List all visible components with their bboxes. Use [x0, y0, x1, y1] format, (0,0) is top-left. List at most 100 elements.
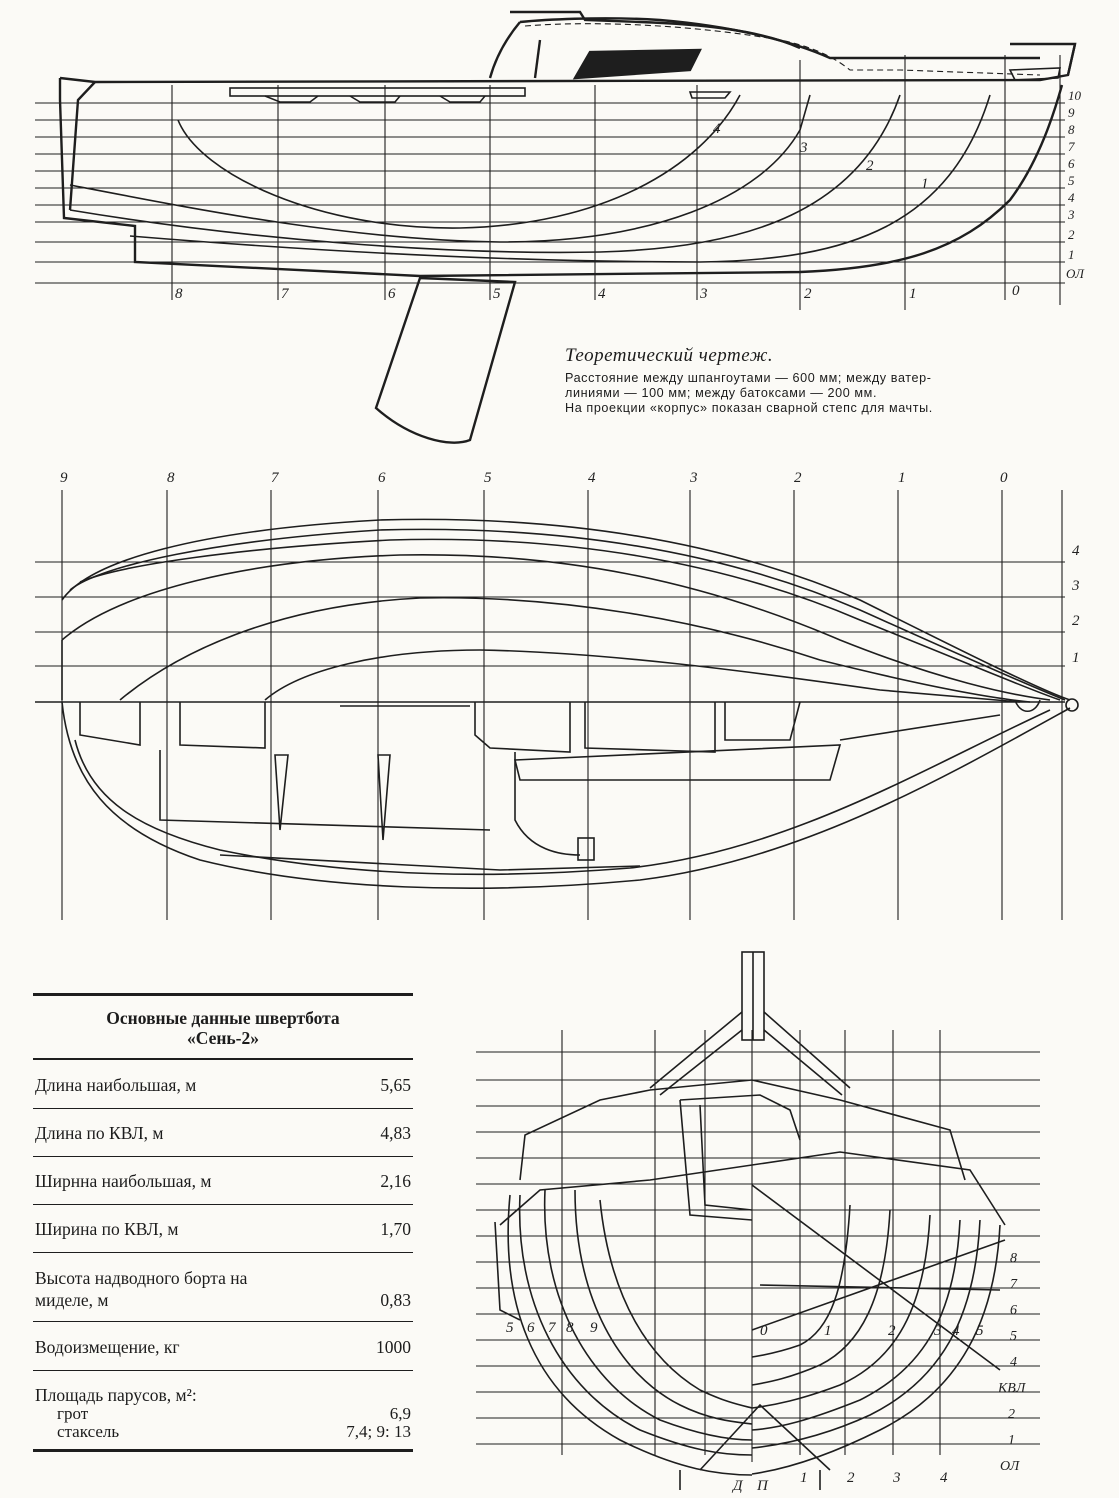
body-waterline-label: 2: [1008, 1407, 1015, 1422]
plan-station-label: 5: [484, 470, 492, 486]
plan-buttock-label: 4: [1072, 543, 1080, 559]
profile-waterline-label: 1: [1068, 247, 1075, 262]
profile-buttocks: [69, 94, 991, 263]
profile-station-label: 4: [598, 286, 606, 302]
drawing-caption: Теоретический чертеж. Расстояние между ш…: [565, 345, 1085, 416]
spec-row: Высота надводного борта на миделе, м 0,8…: [33, 1253, 413, 1322]
body-waterline-label: КВЛ: [997, 1381, 1027, 1396]
plan-waterlines: [61, 518, 1071, 703]
spec-value: 5,65: [380, 1075, 411, 1095]
profile-waterline-label: 2: [1068, 227, 1075, 242]
body-left-station-label: 5: [506, 1320, 514, 1336]
plan-station-label: 3: [689, 470, 698, 486]
plan-buttock-label: 1: [1072, 650, 1080, 666]
body-waterline-label: 6: [1010, 1303, 1017, 1318]
body-bottom-label: Д: [731, 1478, 744, 1494]
plan-bow-fitting: [1014, 699, 1041, 713]
sail-value: 6,9: [389, 1404, 411, 1423]
profile-station-label: 2: [804, 286, 812, 302]
sail-item: грот 6,9: [35, 1405, 411, 1423]
spec-value: 1,70: [380, 1219, 411, 1239]
body-left-station-label: 9: [590, 1320, 598, 1336]
specs-title: Основные данные швертбота «Сень-2»: [33, 996, 413, 1060]
sail-label: стаксель: [57, 1422, 120, 1441]
profile-buttock-label: 3: [799, 140, 808, 156]
plan-buttock-label: 3: [1071, 578, 1080, 594]
caption-line: На проекции «корпус» показан сварной сте…: [565, 401, 933, 415]
body-right-station-label: 4: [952, 1323, 960, 1339]
centreboard: [374, 276, 517, 444]
spec-row: Длина по КВЛ, м 4,83: [33, 1109, 413, 1157]
profile-waterline-label: 5: [1068, 173, 1075, 188]
profile-waterlines: [35, 102, 1065, 284]
table-top-rule: [33, 993, 413, 996]
body-waterline-label: ОЛ: [1000, 1459, 1021, 1474]
plan-buttock-labels: 4 3 2 1: [1071, 543, 1080, 666]
profile-waterline-label: 9: [1068, 105, 1075, 120]
body-bottom-label: 1: [800, 1470, 808, 1486]
profile-waterline-label: 8: [1068, 122, 1075, 137]
body-waterline-label: 5: [1010, 1329, 1017, 1344]
profile-stations: [171, 55, 1061, 310]
plan-hatch-1: [274, 754, 289, 831]
spec-row: Ширина по КВЛ, м 1,70: [33, 1205, 413, 1253]
plan-view: 9 8 7 6 5 4 3 2 1 0 4 3 2 1: [35, 470, 1080, 920]
profile-deck-fittings: [229, 67, 1061, 103]
body-waterlines: [476, 1051, 1040, 1445]
profile-view: 8 7 6 5 4 3 2 1 0 10 9 8 7 6 5 4 3 2 1 О…: [35, 10, 1085, 444]
profile-buttock-label: 4: [713, 121, 721, 137]
plan-station-label: 8: [167, 470, 175, 486]
plan-station-label: 6: [378, 470, 386, 486]
body-sections: [494, 1079, 1006, 1490]
sails-label: Площадь парусов, м²:: [35, 1385, 197, 1405]
spec-value: 0,83: [380, 1290, 411, 1310]
body-right-station-label: 5: [976, 1323, 984, 1339]
profile-station-label: 8: [175, 286, 183, 302]
body-right-station-labels: 0 1 2 3 4 5: [760, 1323, 984, 1339]
plan-cleat: [577, 837, 595, 861]
profile-station-label: 6: [388, 286, 396, 302]
spec-value: 4,83: [380, 1123, 411, 1143]
spec-label: Ширнна наибольшая, м: [35, 1171, 212, 1191]
plan-buttocks-lines: [35, 561, 1065, 703]
body-bottom-label: 2: [847, 1470, 855, 1486]
profile-waterline-label: 7: [1068, 139, 1075, 154]
body-bottom-label: П: [756, 1478, 769, 1494]
spec-row: Длина наибольшая, м 5,65: [33, 1060, 413, 1109]
profile-buttock-label: 1: [921, 176, 929, 192]
profile-station-label: 0: [1012, 283, 1020, 299]
profile-cabin-dashed: [524, 23, 1041, 76]
body-left-station-label: 8: [566, 1320, 574, 1336]
caption-title: Теоретический чертеж.: [565, 345, 774, 366]
body-waterline-label: 7: [1010, 1277, 1018, 1292]
spec-label: Длина по КВЛ, м: [35, 1123, 164, 1143]
spec-row: Водоизмещение, кг 1000: [33, 1322, 413, 1371]
profile-station-label: 5: [493, 286, 501, 302]
profile-buttock-label: 2: [866, 158, 874, 174]
body-right-station-label: 3: [933, 1323, 942, 1339]
spec-label: Ширина по КВЛ, м: [35, 1219, 179, 1239]
plan-deck: [61, 701, 1071, 889]
profile-station-label: 7: [281, 286, 290, 302]
profile-station-label: 1: [909, 286, 917, 302]
profile-waterline-label: 10: [1068, 88, 1082, 103]
body-left-station-label: 7: [548, 1320, 557, 1336]
body-bottom-labels: Д П 1 2 3 4: [731, 1470, 948, 1494]
spec-label-line: Высота надводного борта на: [35, 1268, 248, 1288]
body-waterline-label: 8: [1010, 1251, 1017, 1266]
body-bottom-label: 4: [940, 1470, 948, 1486]
specs-title-line: «Сень-2»: [186, 1028, 260, 1048]
plan-bow-ring: [1065, 698, 1079, 712]
body-left-station-labels: 5 6 7 8 9: [506, 1320, 598, 1336]
spec-label: Высота надводного борта на миделе, м: [35, 1267, 247, 1321]
plan-station-label: 1: [898, 470, 906, 486]
profile-station-label: 3: [699, 286, 708, 302]
sail-item: стаксель 7,4; 9: 13: [35, 1423, 411, 1441]
spec-value: 2,16: [380, 1171, 411, 1191]
profile-hull: [58, 10, 1077, 278]
plan-station-label: 4: [588, 470, 596, 486]
body-left-station-label: 6: [527, 1320, 535, 1336]
body-right-station-label: 2: [888, 1323, 896, 1339]
profile-waterline-label: ОЛ: [1066, 266, 1085, 281]
